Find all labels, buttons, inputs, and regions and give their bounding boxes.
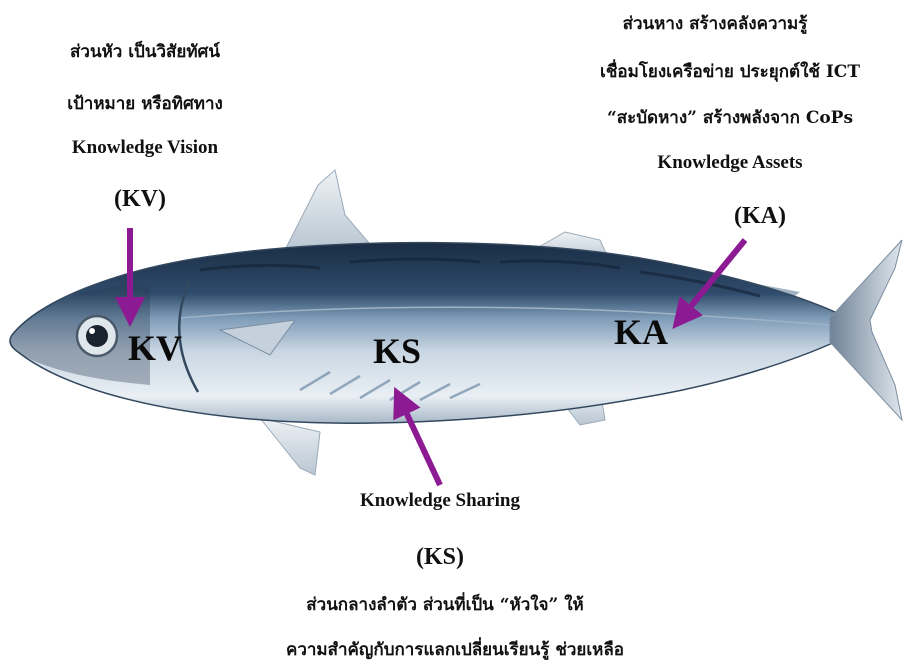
fish-label-kv: KV: [128, 327, 182, 369]
tail-fin: [830, 240, 902, 420]
dorsal-fin: [285, 170, 375, 250]
tail-text-line-3: “สะบัดหาง” สร้างพลังจาก CoPs: [560, 104, 900, 131]
kv-abbreviation: (KV): [90, 186, 190, 213]
head-text-line-2: เป้าหมาย หรือทิศทาง: [40, 90, 250, 117]
head-text-line-1: ส่วนหัว เป็นวิสัยทัศน์: [40, 38, 250, 65]
ks-abbreviation: (KS): [390, 544, 490, 571]
body-text-line-1: ส่วนกลางลำตัว ส่วนที่เป็น “หัวใจ” ให้: [230, 591, 660, 618]
fish-label-ks: KS: [373, 330, 421, 372]
body-text-line-2: ความสำคัญกับการแลกเปลี่ยนเรียนรู้ ช่วยเห…: [230, 636, 680, 663]
tail-text-line-1: ส่วนหาง สร้างคลังความรู้: [560, 10, 870, 37]
knowledge-sharing-label: Knowledge Sharing: [300, 490, 580, 512]
ka-abbreviation: (KA): [710, 203, 810, 230]
tail-text-line-2: เชื่อมโยงเครือข่าย ประยุกต์ใช้ ICT: [560, 58, 900, 85]
fish-label-ka: KA: [614, 311, 668, 353]
pelvic-fin: [260, 418, 320, 475]
knowledge-vision-label: Knowledge Vision: [30, 137, 260, 159]
knowledge-assets-label: Knowledge Assets: [600, 152, 860, 174]
fish-eye-highlight: [89, 328, 95, 334]
fish-pupil: [86, 325, 108, 347]
